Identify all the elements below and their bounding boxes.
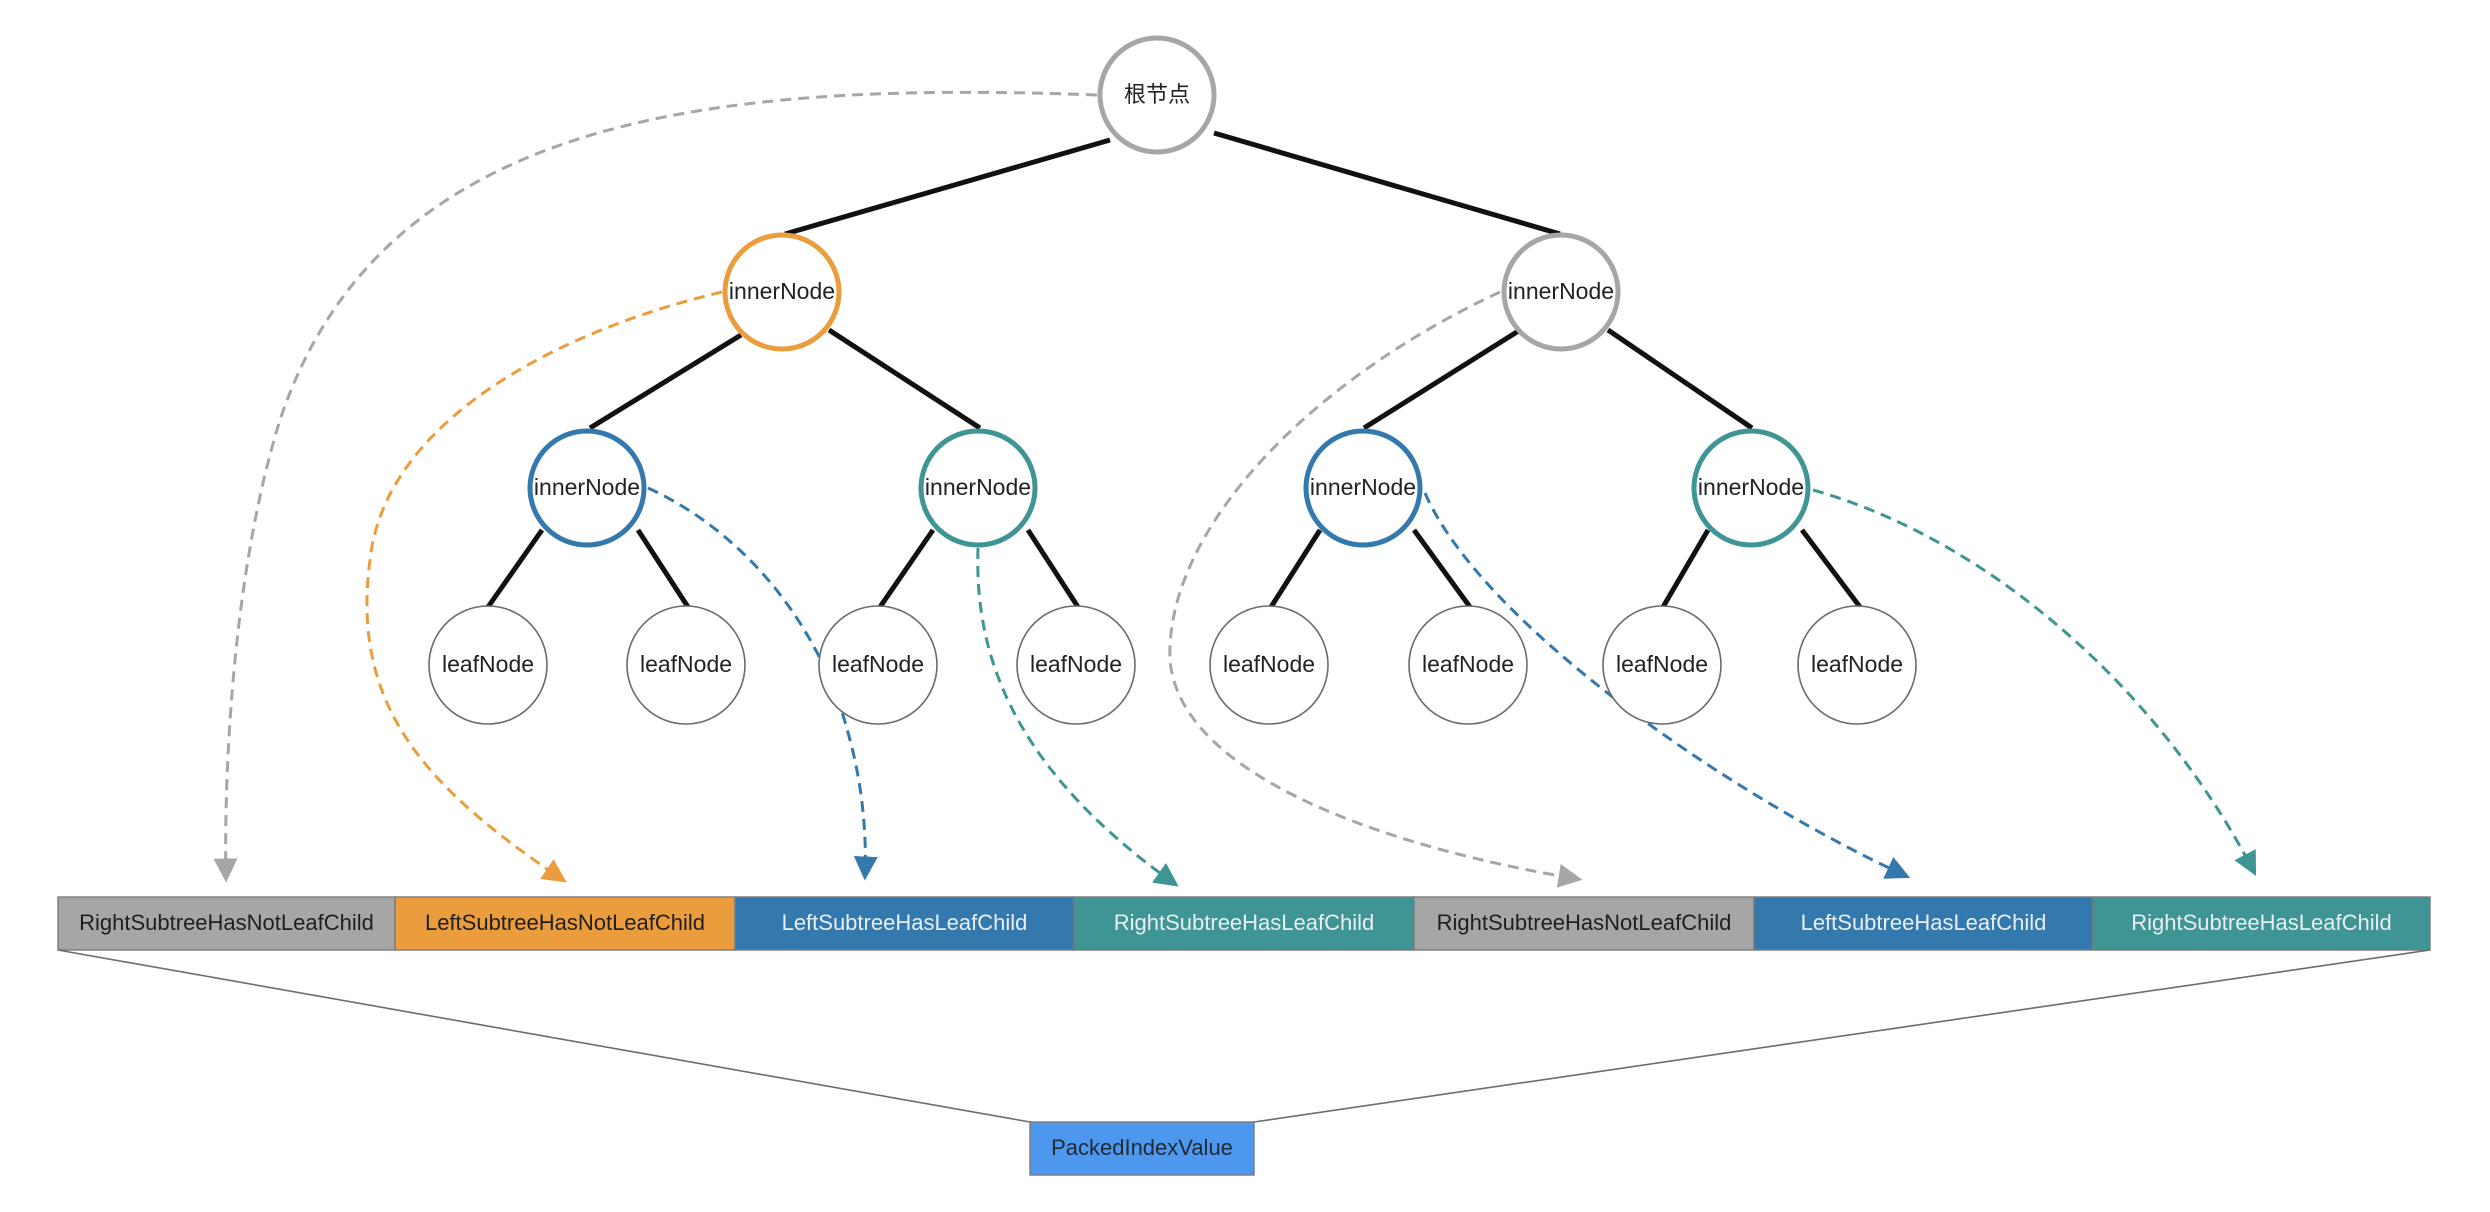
leaf-node: leafNode	[1602, 605, 1722, 725]
array-segment-box	[1753, 896, 2094, 951]
inner-node-ll-label: innerNode	[534, 474, 640, 500]
edge-right-rr	[1606, 327, 1754, 431]
edge-root-left	[784, 137, 1111, 237]
leaf-node-label: leafNode	[1422, 651, 1514, 677]
array-segment: RightSubtreeHasLeafChild	[1073, 896, 1415, 951]
leaf-node-label: leafNode	[1223, 651, 1315, 677]
arrow-inner-rr-to-seg7	[1812, 488, 2257, 876]
edge-rr-leaf8	[1800, 528, 1862, 609]
inner-node-lr: innerNode	[918, 428, 1038, 548]
packed-index-value-box	[1029, 1121, 1255, 1176]
inner-node-rl-label: innerNode	[1310, 474, 1416, 500]
array-segment-box	[394, 896, 736, 951]
array-segment: RightSubtreeHasLeafChild	[2092, 896, 2431, 951]
leaf-node-circle	[626, 605, 746, 725]
inner-node-rl: innerNode	[1303, 428, 1423, 548]
array-segment: LeftSubtreeHasNotLeafChild	[394, 896, 736, 951]
inner-node-rr: innerNode	[1691, 428, 1811, 548]
leaf-node: leafNode	[428, 605, 548, 725]
leaf-node-circle	[1016, 605, 1136, 725]
connector-left	[57, 949, 1031, 1123]
edge-lr-leaf4	[1025, 528, 1081, 609]
array-segment: LeftSubtreeHasLeafChild	[1753, 896, 2094, 951]
array-segment-box	[1073, 896, 1415, 951]
array-segment-label: RightSubtreeHasLeafChild	[1114, 910, 1375, 935]
packed-index-value-label: PackedIndexValue	[1051, 1135, 1233, 1160]
leaf-node-label: leafNode	[1811, 651, 1903, 677]
arrow-inner-lr-to-seg4	[976, 547, 1179, 887]
root-node-label: 根节点	[1124, 83, 1190, 108]
array-segment-label: LeftSubtreeHasLeafChild	[1801, 910, 2047, 935]
leaf-node-label: leafNode	[1616, 651, 1708, 677]
leaf-node: leafNode	[1209, 605, 1329, 725]
array-segment-label: LeftSubtreeHasNotLeafChild	[425, 910, 705, 935]
root-node-circle	[1097, 35, 1217, 155]
tree-nodes: 根节点 innerNode innerNode innerNode innerN…	[428, 35, 1917, 725]
arrow-inner-rl-to-seg6	[1423, 492, 1911, 879]
inner-node-left: innerNode	[722, 232, 842, 352]
array-segment: LeftSubtreeHasLeafChild	[734, 896, 1075, 951]
inner-node-rr-circle	[1691, 428, 1811, 548]
leaf-node: leafNode	[1408, 605, 1528, 725]
array-segment: RightSubtreeHasNotLeafChild	[1413, 896, 1755, 951]
inner-node-right-label: innerNode	[1508, 278, 1614, 304]
leaf-node-label: leafNode	[832, 651, 924, 677]
inner-node-left-circle	[722, 232, 842, 352]
leaf-node: leafNode	[818, 605, 938, 725]
edge-root-right	[1213, 130, 1561, 237]
inner-node-lr-label: innerNode	[925, 474, 1031, 500]
array-segment-label: LeftSubtreeHasLeafChild	[782, 910, 1028, 935]
connector-right	[1253, 949, 2431, 1123]
leaf-node-circle	[428, 605, 548, 725]
arrow-inner-left-to-seg2	[365, 290, 723, 883]
edge-rl-leaf5	[1268, 528, 1323, 609]
array-segment-label: RightSubtreeHasNotLeafChild	[1437, 910, 1732, 935]
arrow-root-to-seg1	[213, 90, 1098, 883]
inner-node-ll: innerNode	[527, 428, 647, 548]
leaf-node-circle	[1408, 605, 1528, 725]
leaf-node-label: leafNode	[640, 651, 732, 677]
inner-node-right: innerNode	[1501, 232, 1621, 352]
array-segment-box	[734, 896, 1075, 951]
inner-node-right-circle	[1501, 232, 1621, 352]
leaf-node: leafNode	[1797, 605, 1917, 725]
edge-right-rl	[1362, 327, 1522, 431]
array-segment-label: RightSubtreeHasLeafChild	[2131, 910, 2392, 935]
leaf-node-label: leafNode	[1030, 651, 1122, 677]
edge-left-ll	[588, 332, 743, 431]
root-node: 根节点	[1097, 35, 1217, 155]
edge-rl-leaf6	[1411, 528, 1473, 609]
array-segment-box	[2092, 896, 2431, 951]
array-segment: RightSubtreeHasNotLeafChild	[57, 896, 396, 951]
leaf-node: leafNode	[1016, 605, 1136, 725]
packed-array: RightSubtreeHasNotLeafChild LeftSubtreeH…	[57, 896, 2431, 951]
inner-node-left-label: innerNode	[729, 278, 835, 304]
inner-node-rr-label: innerNode	[1698, 474, 1804, 500]
array-segment-box	[57, 896, 396, 951]
array-segment-label: RightSubtreeHasNotLeafChild	[79, 910, 374, 935]
leaf-node-circle	[1209, 605, 1329, 725]
leaf-node-circle	[1797, 605, 1917, 725]
leaf-node-label: leafNode	[442, 651, 534, 677]
leaf-node: leafNode	[626, 605, 746, 725]
leaf-node-circle	[818, 605, 938, 725]
edge-lr-leaf3	[877, 528, 936, 609]
edge-rr-leaf7	[1660, 528, 1711, 609]
arrow-inner-right-to-seg5	[1168, 290, 1583, 888]
array-segment-box	[1413, 896, 1755, 951]
edge-left-lr	[827, 327, 982, 431]
arrow-inner-ll-to-seg3	[647, 486, 878, 881]
inner-node-ll-circle	[527, 428, 647, 548]
inner-node-lr-circle	[918, 428, 1038, 548]
tree-edges	[485, 130, 1862, 609]
inner-node-rl-circle	[1303, 428, 1423, 548]
edge-ll-leaf2	[635, 528, 691, 609]
packed-index-value: PackedIndexValue	[1029, 1121, 1255, 1176]
leaf-node-circle	[1602, 605, 1722, 725]
edge-ll-leaf1	[485, 528, 545, 609]
mapping-arrows	[213, 90, 2257, 888]
